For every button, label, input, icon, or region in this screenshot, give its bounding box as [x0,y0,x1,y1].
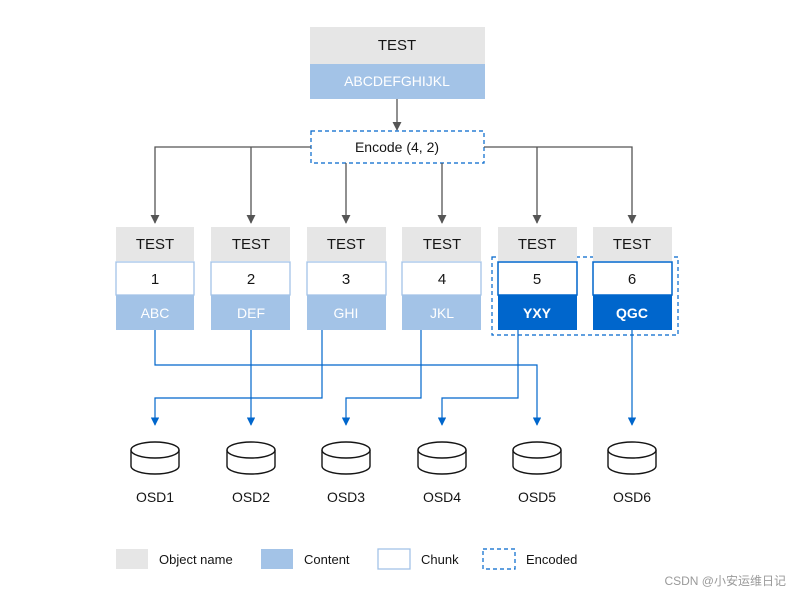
chunk-3: TEST 3 GHI [306,227,387,330]
source-object-content: ABCDEFGHIJKL [344,73,450,89]
source-object-content-box [310,64,485,99]
legend-object-name-label: Object name [159,552,233,567]
chunk-5-index-box [497,261,578,296]
chunk-4-index: 4 [438,271,446,288]
source-object: TEST ABCDEFGHIJKL [310,27,485,99]
osd-6-label: OSD6 [613,489,651,505]
mapping-lines [150,330,637,426]
chunk-6: TEST 6 QGC [592,227,673,330]
chunk-6-index: 6 [628,271,636,288]
chunk-5-content: YXY [523,305,552,321]
legend-chunk-swatch [377,548,411,570]
watermark: CSDN @小安运维日记 [664,573,786,588]
chunk-1: TEST 1 ABC [115,227,195,330]
chunk-6-content-box [593,295,672,330]
osd-4-label: OSD4 [423,489,461,505]
chunk-3-index: 3 [342,271,350,288]
chunk-5-name: TEST [518,236,556,253]
osd-1-disk-top [130,441,180,459]
osd-4-disk-top [417,441,467,459]
legend-content-swatch [261,549,293,569]
chunk-2-index-box [210,261,291,296]
legend-encoded-swatch [482,548,516,570]
chunk-2: TEST 2 DEF [210,227,291,330]
source-object-name-box [310,27,485,64]
encoder: Encode (4, 2) [310,130,485,164]
map-line-chunk4-osd3 [341,330,422,426]
source-object-name: TEST [378,37,416,54]
legend-encoded-label: Encoded [526,552,577,567]
chunk-4-name: TEST [423,236,461,253]
chunk-1-index: 1 [151,271,159,288]
chunk-6-name-box [593,227,672,261]
osd-3-label: OSD3 [327,489,365,505]
chunk-2-name: TEST [232,236,270,253]
chunk-2-index: 2 [247,271,255,288]
chunk-5-name-box [498,227,577,261]
osd-1: OSD1 [130,441,180,505]
chunk-3-name: TEST [327,236,365,253]
chunk-4-content-box [402,295,481,330]
map-line-chunk5-osd4 [437,330,519,426]
chunk-2-content: DEF [237,305,265,321]
osd-5: OSD5 [512,441,562,505]
chunk-5: TEST 5 YXY [497,227,578,330]
osd-6-disk-top [607,441,657,459]
encoded-chunks-group [491,256,679,336]
osd-2-disk-top [226,441,276,459]
chunk-2-content-box [211,295,290,330]
legend-content-label: Content [304,552,350,567]
legend-object-name-swatch [116,549,148,569]
chunk-1-content: ABC [141,305,170,321]
chunk-4-content: JKL [430,305,454,321]
chunk-4-name-box [402,227,481,261]
chunk-4: TEST 4 JKL [401,227,482,330]
map-line-chunk3-osd1 [150,330,323,426]
chunk-1-content-box [116,295,194,330]
dist-line-5 [484,146,637,224]
chunk-6-name: TEST [613,236,651,253]
chunk-1-index-box [115,261,195,296]
osd-1-label: OSD1 [136,489,174,505]
osd-6: OSD6 [607,441,657,505]
chunk-1-name-box [116,227,194,261]
chunk-6-content: QGC [616,305,648,321]
encoder-label: Encode (4, 2) [355,139,439,155]
osd-3-disk-top [321,441,371,459]
legend: Object name Content Chunk Encoded [116,548,577,570]
map-line-chunk1-osd5 [154,330,542,426]
distribution-lines [150,146,637,224]
chunk-2-name-box [211,227,290,261]
dist-line-1 [150,146,311,224]
osd-2-label: OSD2 [232,489,270,505]
chunk-5-index: 5 [533,271,541,288]
osd-5-label: OSD5 [518,489,556,505]
chunk-3-content-box [307,295,386,330]
osd-3: OSD3 [321,441,371,505]
osd-5-disk-top [512,441,562,459]
chunk-3-name-box [307,227,386,261]
chunk-1-name: TEST [136,236,174,253]
osd-4: OSD4 [417,441,467,505]
osd-2: OSD2 [226,441,276,505]
legend-chunk-label: Chunk [421,552,459,567]
chunk-3-content: GHI [334,305,359,321]
chunk-5-content-box [498,295,577,330]
